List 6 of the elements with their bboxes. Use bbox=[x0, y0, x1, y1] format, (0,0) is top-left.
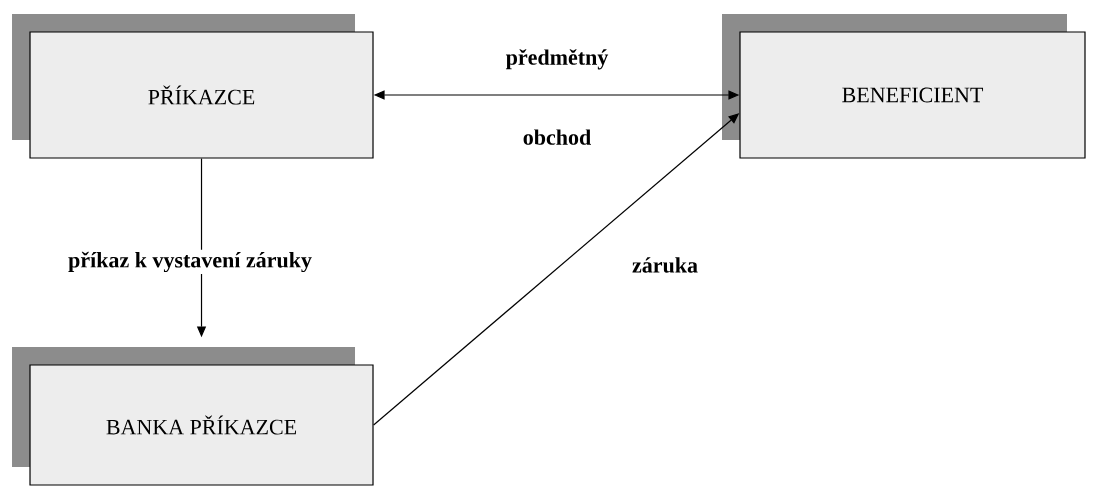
edge-label: předmětný obchod bbox=[505, 49, 609, 145]
process-box: PŘÍKAZCE bbox=[12, 14, 374, 159]
edge-label: příkaz k vystavení záruky bbox=[66, 249, 314, 275]
process-box: BANKA PŘÍKAZCE bbox=[12, 347, 374, 486]
edge-label: záruka bbox=[632, 257, 698, 273]
process-box: BENEFICIENT bbox=[722, 14, 1086, 159]
